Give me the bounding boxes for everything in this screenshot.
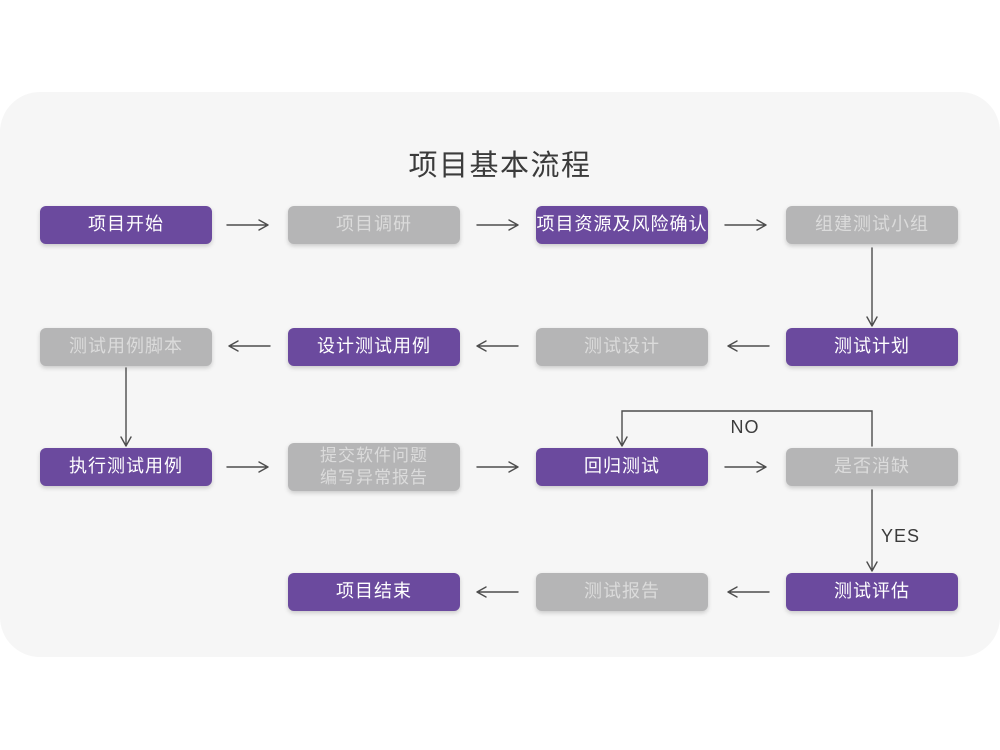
node-submit-issue-report: 提交软件问题 编写异常报告	[288, 443, 460, 491]
node-regression-test: 回归测试	[536, 448, 708, 486]
flowchart-canvas	[0, 92, 1000, 657]
node-defect-cleared: 是否消缺	[786, 448, 958, 486]
node-design-test-case: 设计测试用例	[288, 328, 460, 366]
node-resources-risk: 项目资源及风险确认	[536, 206, 708, 244]
node-test-plan: 测试计划	[786, 328, 958, 366]
node-test-evaluation: 测试评估	[786, 573, 958, 611]
node-test-report: 测试报告	[536, 573, 708, 611]
node-test-case-script: 测试用例脚本	[40, 328, 212, 366]
node-project-end: 项目结束	[288, 573, 460, 611]
node-build-test-team: 组建测试小组	[786, 206, 958, 244]
node-project-start: 项目开始	[40, 206, 212, 244]
node-test-design: 测试设计	[536, 328, 708, 366]
node-project-research: 项目调研	[288, 206, 460, 244]
node-execute-test-case: 执行测试用例	[40, 448, 212, 486]
diagram-title: 项目基本流程	[408, 150, 592, 182]
